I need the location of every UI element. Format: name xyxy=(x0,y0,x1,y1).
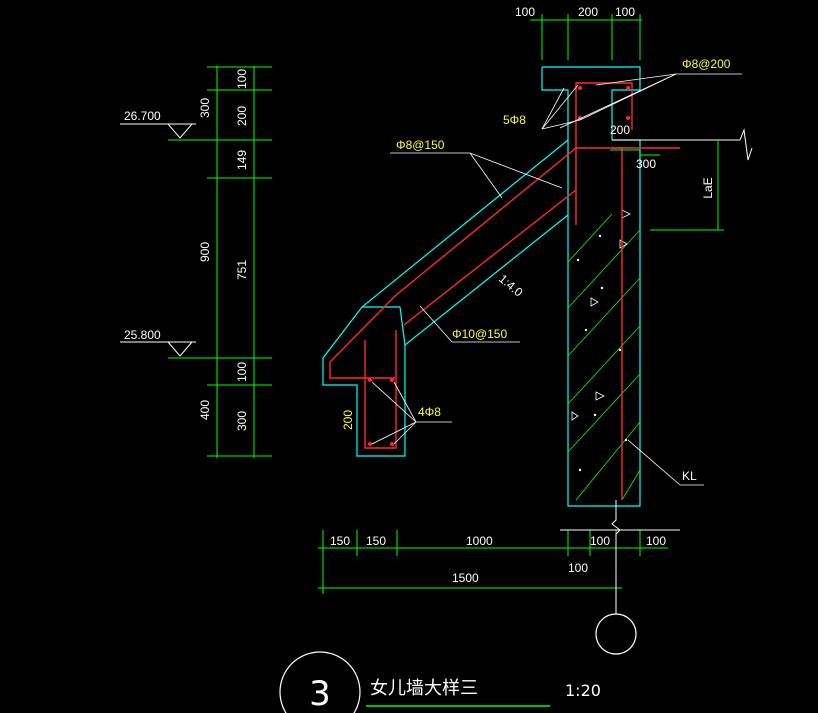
left-dim-400: 400 xyxy=(198,400,212,420)
axis-bubble xyxy=(595,613,637,655)
rebar-dots xyxy=(368,86,630,446)
bottom-dimension-chain xyxy=(318,530,668,594)
lae-label: LaE xyxy=(701,177,715,198)
left-dim-100-top: 100 xyxy=(235,69,249,89)
left-dim-900: 900 xyxy=(198,242,212,262)
concrete-outline xyxy=(322,66,641,507)
slope-label: 1:4.0 xyxy=(496,272,526,300)
left-dim-300-bottom: 300 xyxy=(235,411,249,431)
label-5phi8: 5Φ8 xyxy=(503,113,526,127)
label-kl: KL xyxy=(682,469,697,483)
bottom-dim-150-a: 150 xyxy=(330,534,350,548)
column-hatch xyxy=(567,213,641,501)
concrete-aggregate-marks xyxy=(576,234,628,472)
bottom-dim-100-a: 100 xyxy=(590,534,610,548)
label-phi8-200: Φ8@200 xyxy=(682,57,731,71)
top-dim-100-right: 100 xyxy=(615,5,635,19)
beam-break xyxy=(612,128,753,161)
elevation-mark-lower xyxy=(120,341,196,357)
left-dim-300: 300 xyxy=(198,98,212,118)
lae-dimension xyxy=(610,140,724,231)
label-phi8-150: Φ8@150 xyxy=(396,138,445,152)
elevation-25800: 25.800 xyxy=(124,328,161,342)
dim-200-right: 200 xyxy=(610,123,630,137)
elevation-mark-upper xyxy=(120,123,196,139)
left-dimension-chain xyxy=(168,66,272,458)
axis-line xyxy=(560,500,680,614)
detail-scale: 1:20 xyxy=(565,681,601,700)
label-4phi8: 4Φ8 xyxy=(418,405,441,419)
rebar-lines xyxy=(329,82,680,500)
detail-number: 3 xyxy=(309,674,331,713)
ledge-dim-200: 200 xyxy=(341,410,355,430)
elevation-26700: 26.700 xyxy=(124,109,161,123)
label-phi10-150: Φ10@150 xyxy=(452,327,507,341)
bottom-dim-100-c: 100 xyxy=(568,561,588,575)
top-dim-200: 200 xyxy=(578,5,598,19)
top-dim-100-left: 100 xyxy=(515,5,535,19)
left-dim-751: 751 xyxy=(235,260,249,280)
detail-title: 女儿墙大样三 xyxy=(370,678,478,699)
left-dim-200: 200 xyxy=(235,106,249,126)
bottom-dim-1000: 1000 xyxy=(466,534,493,548)
detail-number-circle xyxy=(279,651,361,713)
bottom-dim-100-b: 100 xyxy=(646,534,666,548)
left-dim-100-bottom: 100 xyxy=(235,362,249,382)
left-dim-149: 149 xyxy=(235,150,249,170)
bottom-dim-1500: 1500 xyxy=(452,571,479,585)
top-dimension-chain xyxy=(530,14,642,60)
dim-300-right: 300 xyxy=(636,157,656,171)
leader-lines xyxy=(371,73,742,486)
bottom-dim-150-b: 150 xyxy=(366,534,386,548)
